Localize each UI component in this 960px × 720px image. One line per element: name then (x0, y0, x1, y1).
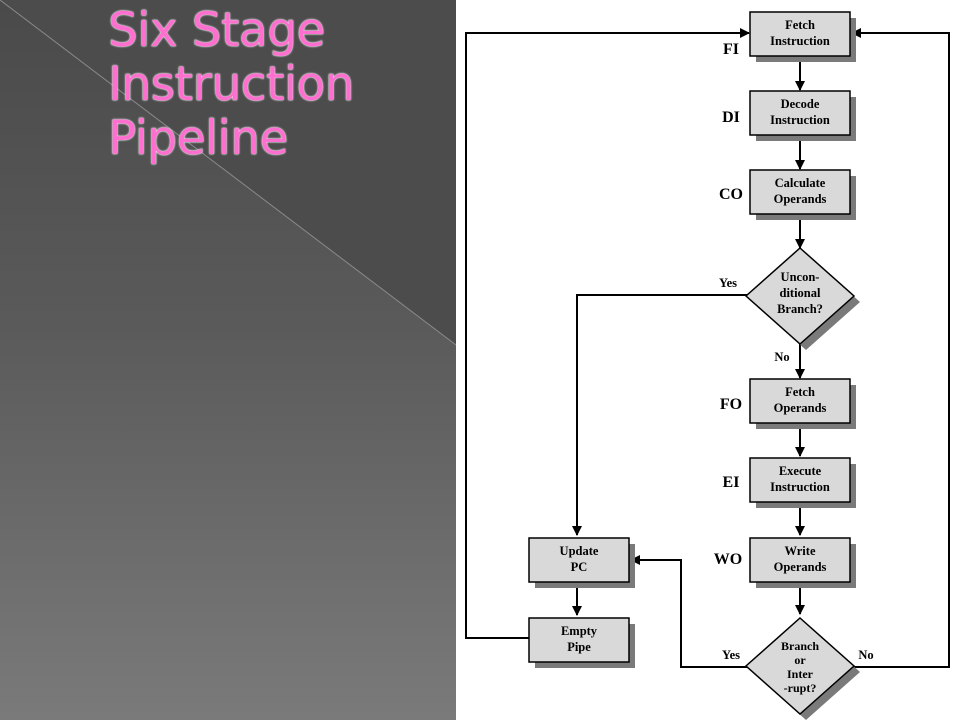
node-text: Operands (774, 192, 827, 206)
arrow-interrupt-yes-to-update-pc (630, 555, 752, 668)
node-text: Update (560, 544, 599, 558)
node-text: Fetch (785, 18, 815, 32)
node-text: Instruction (770, 480, 830, 494)
branch-label-interrupt-yes: Yes (722, 648, 740, 662)
node-text: Branch? (777, 302, 823, 316)
stage-label-di: DI (722, 109, 740, 126)
arrow-interrupt-no-to-fi (849, 28, 950, 668)
branch-label-uncond-no: No (774, 350, 789, 364)
node-text: Operands (774, 560, 827, 574)
branch-label-uncond-yes: Yes (719, 276, 737, 290)
arrow-empty-pipe-to-fi (465, 28, 750, 639)
node-text: Inter (787, 667, 814, 681)
node-text: Instruction (770, 113, 830, 127)
node-text: Write (784, 544, 815, 558)
title-line-1: Six Stage (108, 3, 325, 58)
node-text: Uncon- (781, 270, 820, 284)
node-text: Calculate (775, 176, 826, 190)
node-text: Execute (779, 464, 822, 478)
stage-label-wo: WO (714, 551, 742, 568)
node-text: or (794, 653, 806, 667)
stage-label-ei: EI (723, 474, 740, 491)
background-diagonal-shape (0, 0, 456, 346)
stage-label-fo: FO (720, 396, 742, 413)
node-text: Empty (561, 624, 598, 638)
node-text: Instruction (770, 34, 830, 48)
title-line-3: Pipeline (108, 111, 288, 166)
branch-label-interrupt-no: No (858, 648, 873, 662)
slide-title: Six Stage Instruction Pipeline (108, 4, 448, 166)
node-text: Pipe (567, 640, 591, 654)
node-text: -rupt? (784, 681, 817, 695)
title-line-2: Instruction (108, 57, 355, 112)
node-text: Operands (774, 401, 827, 415)
node-text: ditional (780, 286, 822, 300)
stage-label-co: CO (719, 186, 743, 203)
stage-label-fi: FI (723, 41, 739, 58)
node-text: Fetch (785, 385, 815, 399)
node-text: PC (571, 560, 588, 574)
node-text: Branch (781, 639, 819, 653)
arrow-uncond-yes-to-update-pc (572, 294, 752, 536)
node-text: Decode (781, 97, 820, 111)
